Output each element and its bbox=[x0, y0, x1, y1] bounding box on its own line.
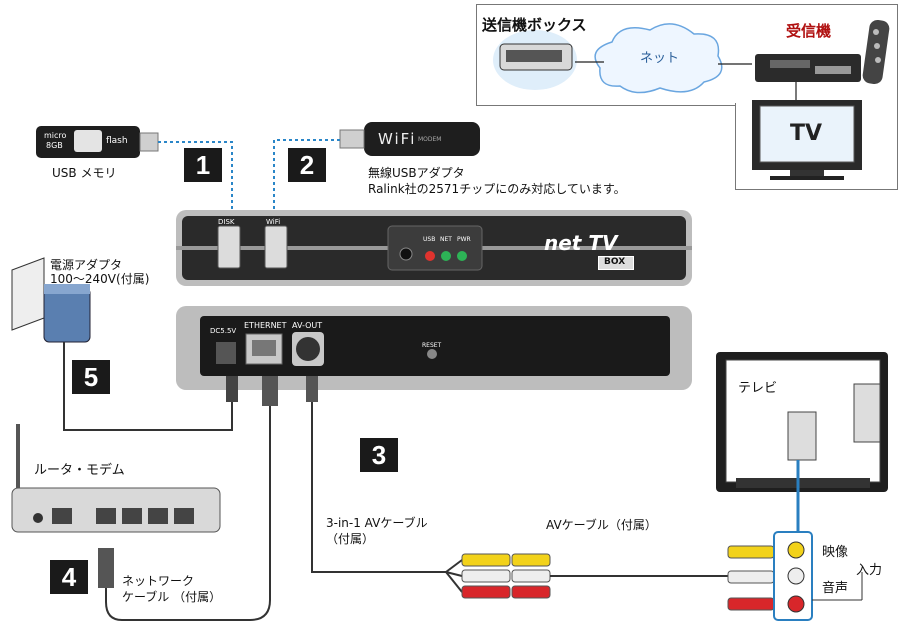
router-image bbox=[11, 424, 221, 533]
step-3-badge: 3 bbox=[360, 438, 398, 472]
receiver-image bbox=[755, 54, 861, 82]
wifi-adapter-image bbox=[339, 122, 480, 156]
led-net-label: NET bbox=[440, 236, 452, 243]
usb-memory-image bbox=[36, 126, 159, 158]
av-plug-bundle bbox=[445, 553, 551, 599]
av-cable-label: AVケーブル（付属） bbox=[546, 518, 657, 532]
router-label: ルータ・モデム bbox=[34, 463, 125, 478]
sender-box-label: 送信機ボックス bbox=[482, 16, 587, 34]
step-5-badge: 5 bbox=[72, 360, 110, 394]
av-3in1-cable-label-2: （付属） bbox=[326, 532, 375, 546]
tv-input-panel bbox=[773, 531, 813, 621]
usb-memory-label: USB メモリ bbox=[52, 166, 117, 180]
tv-input-input-label: 入力 bbox=[856, 563, 883, 578]
back-dc-label: DC5.5V bbox=[210, 327, 237, 335]
tv-input-audio-label: 音声 bbox=[822, 581, 849, 596]
usb-stick-brand: flash bbox=[106, 136, 128, 146]
av-3in1-cable bbox=[311, 400, 446, 573]
usb-stick-text-bottom: 8GB bbox=[46, 141, 63, 150]
sender-box-image bbox=[493, 30, 577, 90]
av-plug bbox=[306, 376, 318, 402]
power-cable bbox=[63, 342, 233, 431]
tv-small-label: TV bbox=[790, 121, 823, 146]
led-pwr-label: PWR bbox=[457, 236, 471, 243]
front-port-wifi-label: WiFi bbox=[266, 218, 281, 226]
power-adapter-title: 電源アダプタ bbox=[50, 258, 123, 272]
step-2-badge: 2 bbox=[288, 148, 326, 182]
wifi-stick-sub: MODEM bbox=[418, 136, 442, 143]
network-cable-label-1: ネットワーク bbox=[122, 574, 195, 588]
wifi-adapter-label: 無線USBアダプタ bbox=[368, 166, 465, 180]
av-3in1-cable-label-1: 3-in-1 AVケーブル bbox=[326, 516, 428, 530]
tv-set-image bbox=[716, 352, 888, 492]
led-usb-label: USB bbox=[423, 236, 436, 243]
device-logo-box bbox=[598, 256, 634, 270]
back-ethernet-label: ETHERNET bbox=[244, 321, 287, 330]
remote-control-image bbox=[862, 19, 890, 85]
power-plug bbox=[226, 376, 238, 402]
device-front-image bbox=[176, 210, 692, 286]
usb-stick-text-top: micro bbox=[44, 131, 67, 140]
back-av-out-label: AV-OUT bbox=[292, 321, 323, 330]
tv-set-label: テレビ bbox=[738, 381, 778, 396]
power-adapter-image bbox=[11, 257, 91, 343]
network-cable-label-2: ケーブル （付属） bbox=[122, 590, 222, 604]
network-plug-top bbox=[262, 376, 278, 406]
device-logo: net TV bbox=[544, 231, 618, 255]
receiver-label: 受信機 bbox=[786, 22, 832, 40]
wifi-adapter-note: Ralink社の2571チップにのみ対応しています。 bbox=[368, 182, 626, 196]
network-cable-line bbox=[105, 400, 271, 621]
back-reset-label: RESET bbox=[422, 342, 442, 349]
device-logo-box-label: BOX bbox=[604, 257, 626, 267]
av-plugs-right bbox=[727, 545, 775, 611]
wifi-adapter-link bbox=[273, 139, 340, 232]
usb-memory-link bbox=[158, 141, 233, 232]
network-plug-bottom bbox=[98, 548, 114, 588]
tv-small-image bbox=[752, 100, 862, 180]
step-1-badge: 1 bbox=[184, 148, 222, 182]
front-port-disk-label: DISK bbox=[218, 218, 235, 226]
device-back-image bbox=[176, 306, 692, 390]
tv-input-video-label: 映像 bbox=[822, 545, 849, 560]
power-adapter-spec: 100～240V(付属) bbox=[50, 272, 150, 286]
step-4-badge: 4 bbox=[50, 560, 88, 594]
network-label: ネット bbox=[640, 51, 680, 66]
network-cloud bbox=[594, 23, 723, 94]
wifi-stick-text: WiFi bbox=[378, 130, 417, 148]
